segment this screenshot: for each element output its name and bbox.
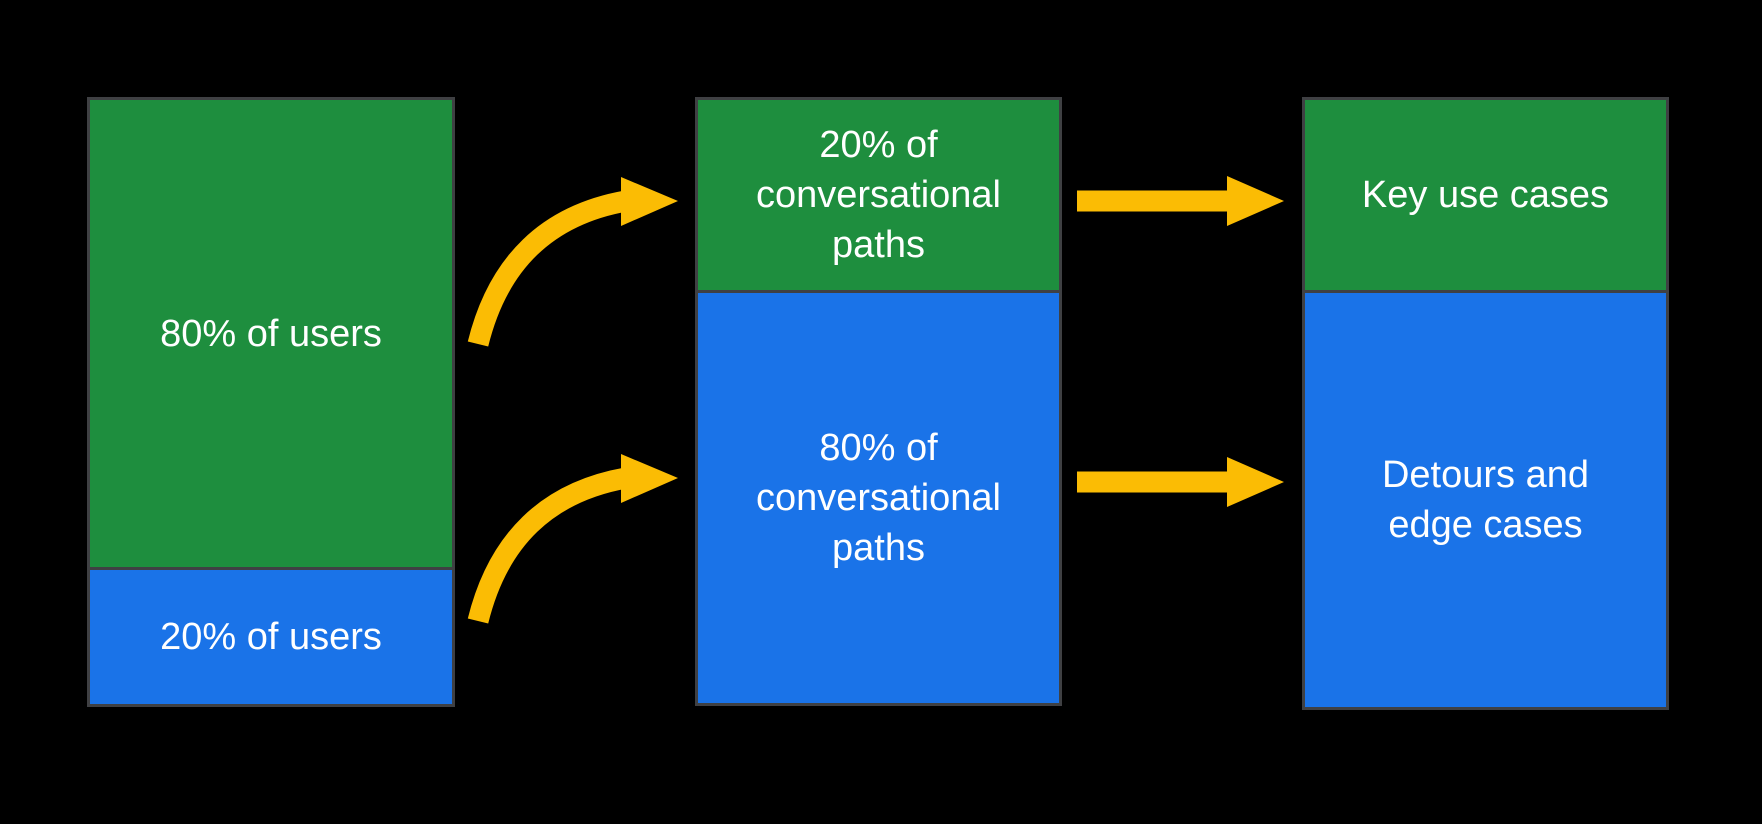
straight-arrow-top xyxy=(1077,176,1284,226)
stacked-bar-conversational-paths: 20% of conversational paths 80% of conve… xyxy=(695,97,1062,706)
paths-20-segment: 20% of conversational paths xyxy=(698,100,1059,290)
paths-80-segment: 80% of conversational paths xyxy=(698,290,1059,703)
users-80-label: 80% of users xyxy=(160,312,382,355)
curved-arrow-bottom xyxy=(467,454,678,624)
paths-20-label: 20% of conversational paths xyxy=(755,124,1002,266)
straight-arrow-top-head xyxy=(1227,176,1284,226)
key-use-cases-label: Key use cases xyxy=(1361,174,1610,216)
straight-arrow-bottom-head xyxy=(1227,457,1284,507)
straight-arrow-bottom xyxy=(1077,457,1284,507)
curved-arrow-bottom-shaft xyxy=(467,467,628,624)
curved-arrow-top-head xyxy=(621,177,678,226)
curved-arrow-top-shaft xyxy=(467,190,628,347)
curved-arrow-top xyxy=(467,177,678,347)
detours-edge-cases-segment: Detours and edge cases xyxy=(1305,290,1666,707)
stacked-bar-users: 80% of users 20% of users xyxy=(87,97,455,707)
users-20-label: 20% of users xyxy=(160,616,382,658)
key-use-cases-segment: Key use cases xyxy=(1305,100,1666,290)
stacked-bar-outcomes: Key use cases Detours and edge cases xyxy=(1302,97,1669,710)
paths-80-label: 80% of conversational paths xyxy=(755,427,1002,569)
users-80-segment: 80% of users xyxy=(90,100,452,567)
users-20-segment: 20% of users xyxy=(90,567,452,704)
curved-arrow-bottom-head xyxy=(621,454,678,503)
detours-edge-cases-label: Detours and edge cases xyxy=(1381,454,1589,546)
